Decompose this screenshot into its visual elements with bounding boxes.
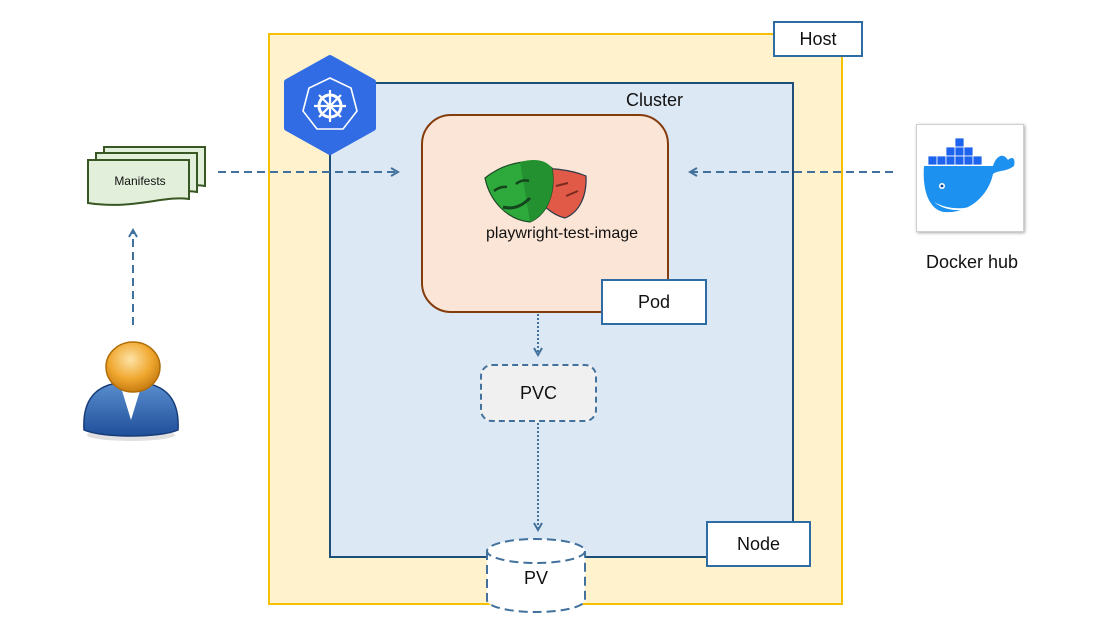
pvc-label: PVC <box>519 382 557 403</box>
pvc-box: PVC <box>480 364 597 422</box>
pv-cylinder <box>486 538 586 613</box>
docker-whale-icon <box>923 137 1015 213</box>
manifests-label: Manifests <box>114 174 166 188</box>
node-label: Node <box>706 521 811 567</box>
pod-image-name: playwright-test-image <box>486 225 639 242</box>
playwright-masks-icon <box>484 160 587 223</box>
docker-hub-label: Docker hub <box>926 252 1019 272</box>
kubernetes-icon <box>284 55 376 155</box>
manifests-icon <box>87 146 206 206</box>
host-label: Host <box>773 21 863 57</box>
pod-label: Pod <box>601 279 707 325</box>
pv-label: PV <box>523 568 548 588</box>
user-avatar-icon <box>83 341 179 441</box>
cluster-title: Cluster <box>626 90 684 110</box>
